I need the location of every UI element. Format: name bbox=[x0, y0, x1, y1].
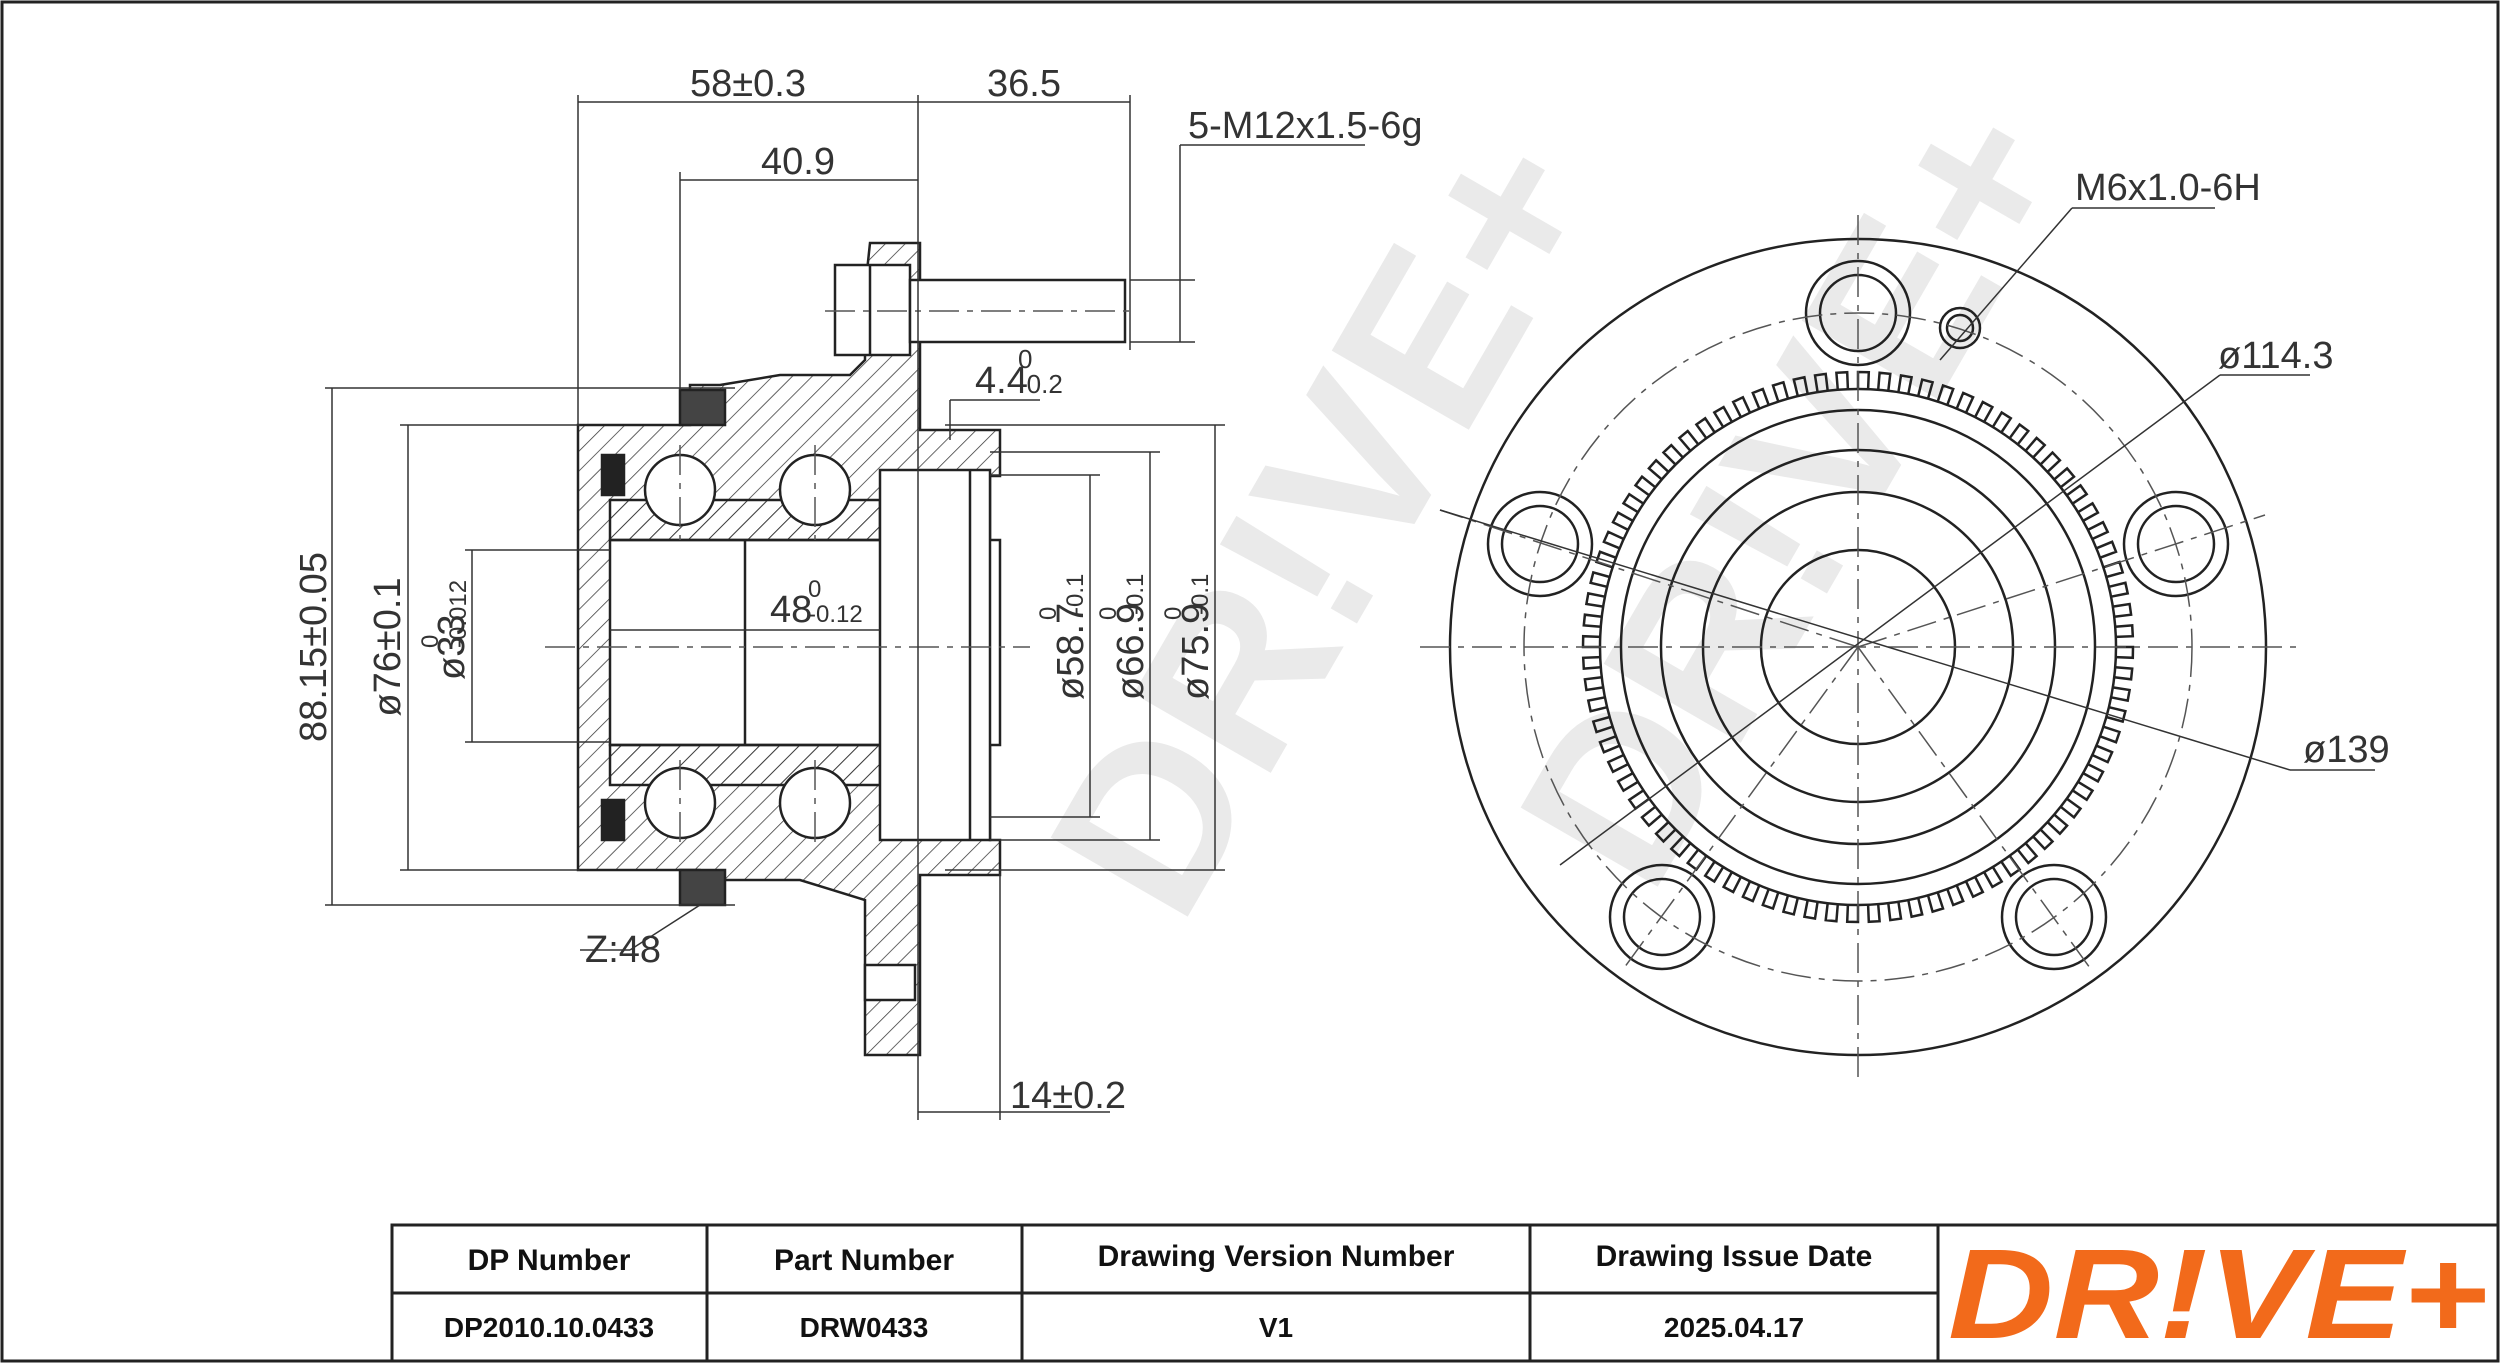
seal-top bbox=[600, 453, 626, 497]
dim-4-4-tol-low: -0.2 bbox=[1018, 369, 1063, 399]
header-dp-number: DP Number bbox=[468, 1244, 631, 1277]
abs-ring-bottom bbox=[678, 868, 727, 907]
value-drawing-version: V1 bbox=[1259, 1312, 1293, 1343]
dim-33: ø33 bbox=[431, 615, 473, 680]
front-dimension-texts: M6x1.0-6H ø114.3 ø139 bbox=[2075, 167, 2390, 771]
abs-teeth-path bbox=[1581, 370, 2135, 924]
dim-48: 48 bbox=[770, 589, 812, 631]
dim-33-tol-up: 0 bbox=[417, 635, 444, 648]
dim-76: ø76±0.1 bbox=[367, 577, 409, 716]
dim-thread-m6: M6x1.0-6H bbox=[2075, 167, 2261, 209]
brand-logo: DR!VE+ bbox=[1948, 1223, 2488, 1363]
dim-4-4: 4.4 bbox=[975, 360, 1028, 402]
abs-teeth bbox=[1581, 370, 2135, 924]
dim-14: 14±0.2 bbox=[1010, 1075, 1126, 1117]
title-block-text: DP Number Part Number Drawing Version Nu… bbox=[444, 1223, 2488, 1363]
dim-58-7-tol-up: 0 bbox=[1035, 607, 1062, 620]
stud-head bbox=[833, 263, 912, 357]
header-part-number: Part Number bbox=[774, 1244, 954, 1277]
dim-33-tol-low: -0.012 bbox=[445, 580, 472, 648]
side-dimension-texts: 58±0.3 36.5 40.9 5-M12x1.5-6g 4.4 0 -0.2… bbox=[293, 63, 1422, 1117]
dim-66-9-tol-up: 0 bbox=[1095, 607, 1122, 620]
dim-88-15: 88.15±0.05 bbox=[293, 552, 335, 742]
dim-75-9-tol-up: 0 bbox=[1160, 607, 1187, 620]
value-issue-date: 2025.04.17 bbox=[1664, 1312, 1804, 1343]
dim-4-4-tol-up: 0 bbox=[1018, 344, 1032, 374]
value-dp-number: DP2010.10.0433 bbox=[444, 1312, 654, 1343]
dim-58-7-tol-low: -0.1 bbox=[1062, 574, 1089, 615]
dim-48-tol-up: 0 bbox=[808, 576, 821, 603]
dim-75-9: ø75.9 bbox=[1175, 603, 1217, 700]
header-drawing-version: Drawing Version Number bbox=[1098, 1240, 1455, 1273]
pcd-circle bbox=[1523, 312, 2193, 982]
side-dimension-lines bbox=[325, 95, 1365, 1120]
side-centerlines bbox=[545, 310, 1130, 850]
m6-hole-inner bbox=[1945, 313, 1975, 343]
seal-bottom bbox=[600, 798, 626, 842]
dim-40-9: 40.9 bbox=[761, 141, 835, 183]
dim-thread-stud: 5-M12x1.5-6g bbox=[1188, 105, 1422, 147]
dim-36-5: 36.5 bbox=[987, 63, 1061, 105]
spigot-bore bbox=[878, 468, 992, 842]
header-issue-date: Drawing Issue Date bbox=[1596, 1240, 1873, 1273]
dim-58: 58±0.3 bbox=[690, 63, 806, 105]
dim-58-7: ø58.7 bbox=[1050, 603, 1092, 700]
title-block bbox=[390, 1223, 2500, 1363]
dim-z48: Z:48 bbox=[585, 929, 661, 971]
stud-holes bbox=[1486, 259, 2230, 971]
dim-139: ø139 bbox=[2303, 729, 2390, 771]
dim-48-tol-low: -0.12 bbox=[808, 601, 863, 628]
dim-66-9-tol-low: -0.1 bbox=[1122, 574, 1149, 615]
front-centerlines bbox=[1420, 215, 2300, 1085]
dim-75-9-tol-low: -0.1 bbox=[1187, 574, 1214, 615]
dim-114-3: ø114.3 bbox=[2218, 335, 2333, 377]
side-section-view bbox=[576, 241, 1127, 1057]
flange-hole bbox=[863, 963, 917, 1002]
front-dimension-lines bbox=[1439, 207, 2375, 866]
dim-66-9: ø66.9 bbox=[1110, 603, 1152, 700]
value-part-number: DRW0433 bbox=[800, 1312, 929, 1343]
abs-ring-top bbox=[678, 388, 727, 427]
m6-hole-outer bbox=[1938, 306, 1982, 350]
